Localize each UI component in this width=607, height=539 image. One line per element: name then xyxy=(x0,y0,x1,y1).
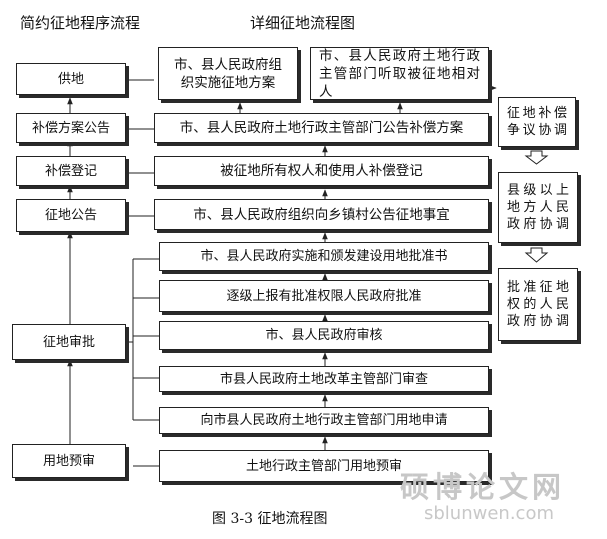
coordination-box: 征地补偿争议协调 xyxy=(498,97,576,147)
compensation-plan-notice-box: 补偿方案公告 xyxy=(16,113,126,143)
implement-plan-box: 市、县人民政府组织实施征地方案 xyxy=(158,47,298,100)
figure-caption: 图 3-3 征地流程图 xyxy=(212,511,328,527)
pre-review-box: 土地行政主管部门用地预审 xyxy=(159,450,489,482)
down-arrow-2 xyxy=(524,247,549,263)
apply-box: 向市县人民政府土地行政主管部门用地申请 xyxy=(159,407,489,434)
announce-compensation-box: 市、县人民政府土地行政主管部门公告补偿方案 xyxy=(154,113,489,143)
detailed-flow-header: 详细征地流程图 xyxy=(250,14,356,32)
land-pre-review-box: 用地预审 xyxy=(12,444,126,478)
watermark-url: sblunwen.com xyxy=(424,503,554,524)
compensation-registration-box: 补偿登记 xyxy=(16,156,126,186)
down-arrow-1 xyxy=(524,150,549,165)
simple-flow-header: 简约征地程序流程 xyxy=(20,14,141,32)
announce-to-towns-box: 市、县人民政府组织向乡镇村公告征地事宜 xyxy=(154,199,489,230)
register-compensation-box: 被征地所有权人和使用人补偿登记 xyxy=(154,156,489,186)
reform-review-box: 市县人民政府土地改革主管部门审查 xyxy=(159,366,489,392)
govt-review-box: 市、县人民政府审核 xyxy=(159,321,489,350)
approving-govt-box: 批准征地权的人民政府协调 xyxy=(498,268,578,341)
expropriation-notice-box: 征地公告 xyxy=(16,199,126,232)
watermark-text: 硕博论文网 xyxy=(400,470,566,504)
hearing-box: 市、县人民政府土地行政主管部门听取被征地相对人 xyxy=(310,47,489,100)
report-up-box: 逐级上报有批准权限人民政府批准 xyxy=(159,280,489,312)
county-govt-box: 县级以上地方人民政府协调 xyxy=(498,172,578,243)
supply-box: 供地 xyxy=(16,63,126,95)
expropriation-approval-box: 征地审批 xyxy=(12,324,126,360)
issue-permit-box: 市、县人民政府实施和颁发建设用地批准书 xyxy=(159,242,489,271)
